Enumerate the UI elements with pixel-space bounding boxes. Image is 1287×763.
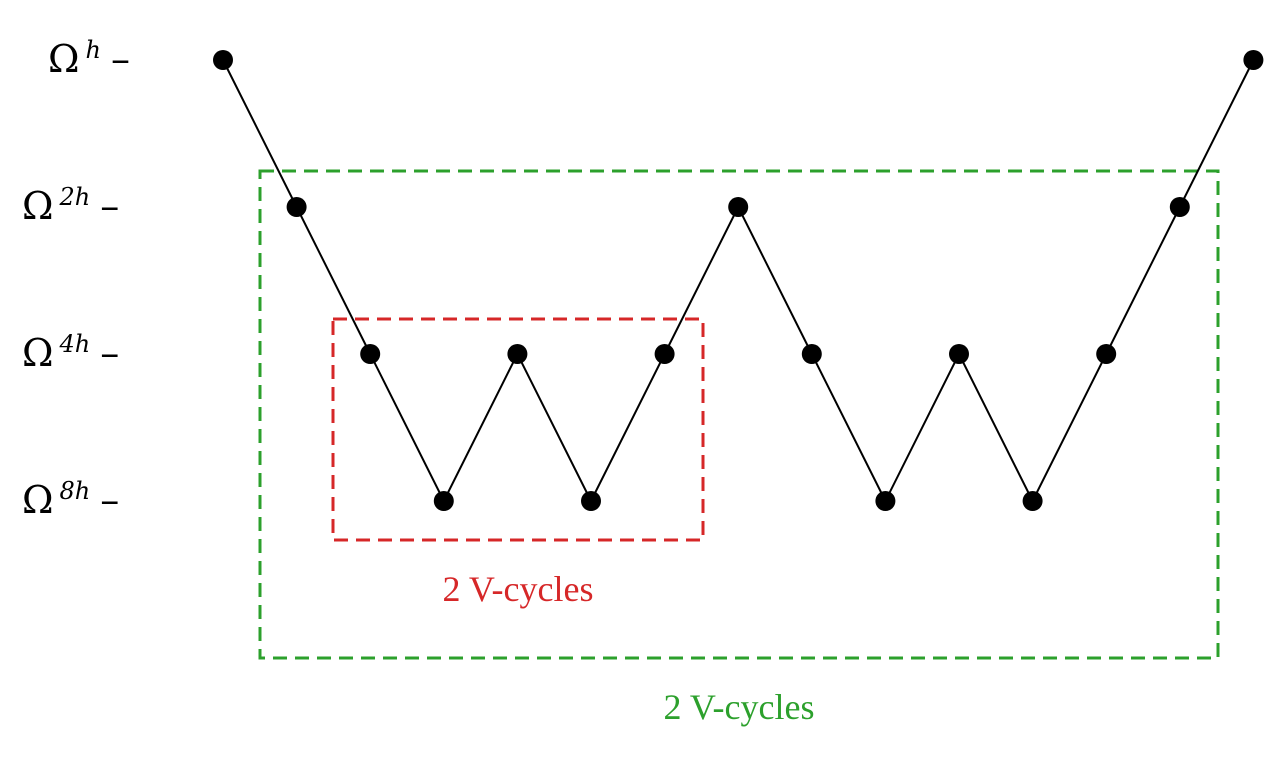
cycle-node-1 (286, 197, 307, 217)
cycle-node-13 (1169, 197, 1190, 217)
cycle-node-2 (360, 344, 381, 364)
cycle-node-5 (581, 491, 601, 511)
cycle-node-10 (949, 344, 969, 364)
cycle-node-14 (1243, 50, 1264, 70)
inner-box (331, 317, 705, 542)
cycle-node-12 (1096, 344, 1117, 364)
cycle-node-6 (654, 344, 675, 364)
cycle-node-4 (507, 344, 528, 364)
inner-box-label: 2 V-cycles (443, 569, 594, 609)
cycle-path (222, 59, 1255, 504)
cycle-node-0 (213, 50, 233, 70)
cycle-node-3 (433, 491, 454, 511)
cycle-node-7 (728, 197, 749, 217)
outer-box-label: 2 V-cycles (664, 687, 815, 727)
cycle-node-9 (875, 491, 896, 511)
outer-box (258, 169, 1220, 660)
cycle-node-8 (801, 344, 822, 364)
cycle-nodes (213, 50, 1264, 511)
cycle-node-11 (1022, 491, 1043, 511)
